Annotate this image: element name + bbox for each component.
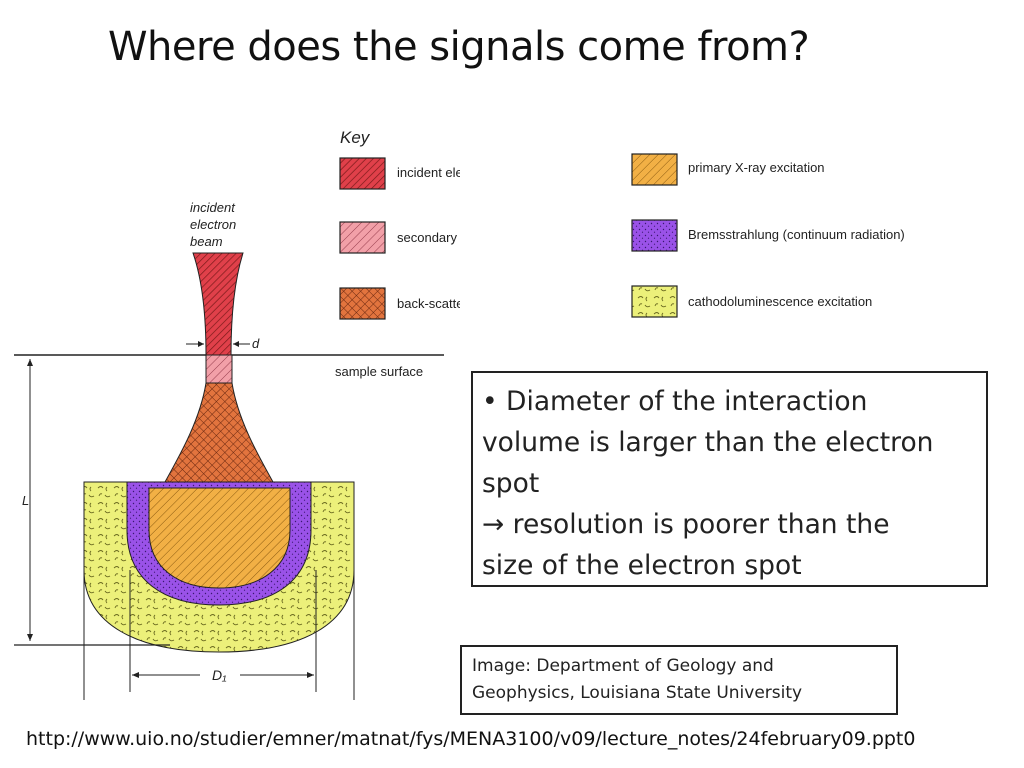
source-url[interactable]: http://www.uio.no/studier/emner/matnat/f… <box>26 728 916 750</box>
key-item-cathodoluminescence: cathodoluminescence excitation <box>631 285 872 318</box>
interaction-volume-figure: Key incident electron beam secondary ele… <box>0 100 460 710</box>
key-swatch-incident-beam <box>339 157 386 190</box>
secondary-electron-volume <box>205 354 233 384</box>
explanation-line-1: • Diameter of the interaction <box>482 386 868 417</box>
key-label-xray: primary X-ray excitation <box>688 160 825 175</box>
key-item-secondary-electron: secondary electron production <box>339 221 460 254</box>
key-swatch-back-scattered <box>339 287 386 320</box>
explanation-line-2: volume is larger than the electron <box>482 427 934 458</box>
image-credit-line-1: Image: Department of Geology and <box>472 656 774 676</box>
d-label: d <box>252 336 260 351</box>
backscatter-volume <box>164 382 274 483</box>
L-label: L <box>22 493 29 508</box>
beam-label-line-2: electron <box>190 217 236 232</box>
beam-label-line-3: beam <box>190 234 223 249</box>
key-label-incident-beam: incident electron beam <box>397 165 460 180</box>
key-label-secondary-electron: secondary electron production <box>397 230 460 245</box>
key-item-xray: primary X-ray excitation <box>631 153 825 186</box>
key-swatch-bremsstrahlung <box>631 219 678 252</box>
key-title: Key <box>340 128 371 147</box>
incident-beam-shape <box>192 252 244 356</box>
key-right-column: primary X-ray excitation Bremsstrahlung … <box>620 150 960 335</box>
D1-label: D₁ <box>212 667 227 683</box>
explanation-line-3: spot <box>482 468 540 499</box>
key-item-incident-beam: incident electron beam <box>339 157 460 190</box>
xray-volume <box>148 487 291 589</box>
key-label-bremsstrahlung: Bremsstrahlung (continuum radiation) <box>688 227 905 242</box>
explanation-box: • Diameter of the interaction volume is … <box>471 371 988 587</box>
explanation-line-4: → resolution is poorer than the <box>482 509 890 540</box>
key-swatch-secondary-electron <box>339 221 386 254</box>
sample-surface-label: sample surface <box>335 364 423 379</box>
key-swatch-cathodoluminescence <box>631 285 678 318</box>
key-swatch-xray <box>631 153 678 186</box>
slide-title: Where does the signals come from? <box>108 24 810 70</box>
key-label-cathodoluminescence: cathodoluminescence excitation <box>688 294 872 309</box>
key-item-bremsstrahlung: Bremsstrahlung (continuum radiation) <box>631 219 905 252</box>
image-credit-box: Image: Department of Geology and Geophys… <box>460 645 898 715</box>
explanation-line-5: size of the electron spot <box>482 550 802 581</box>
image-credit-line-2: Geophysics, Louisiana State University <box>472 683 803 703</box>
beam-label-line-1: incident <box>190 200 236 215</box>
